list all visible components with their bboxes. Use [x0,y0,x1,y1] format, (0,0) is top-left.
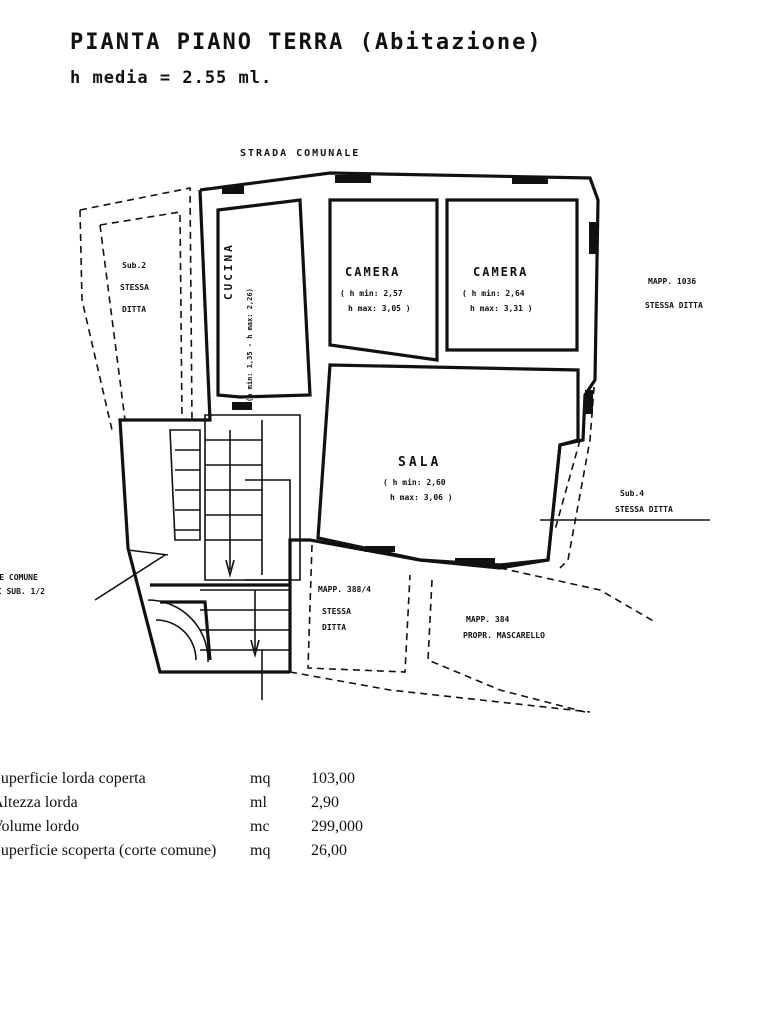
camera1-hmin: ( h min: 2,57 [340,288,403,298]
summary-unit: ml [250,794,267,811]
sala-label: SALA [398,455,441,470]
camera1-hmax: h max: 3,05 ) [348,304,411,313]
openings [222,175,597,564]
mapp384-label: MAPP. 384 [466,615,510,624]
mapp388-owner-2: DITTA [322,623,346,632]
plan-subtitle: h media = 2.55 ml. [70,68,273,88]
corte-label: CORTE COMUNE [0,573,38,582]
camera1-label: CAMERA [345,265,400,279]
summary-label: Altezza lorda [0,794,78,811]
mapp1036-label: MAPP. 1036 [648,277,696,286]
sub4-label: Sub.4 [620,489,644,498]
mapp388-owner-1: STESSA [322,607,351,616]
neighbour-labels: Sub.2 STESSA DITTA MAPP. 1036 STESSA DIT… [0,261,703,640]
sub2-label: Sub.2 [122,261,146,270]
summary-value: 299,000 [311,818,363,835]
neighbour-boundaries [79,187,656,713]
summary-label: Volume lordo [0,818,80,835]
mapp1036-owner: STESSA DITTA [645,301,703,310]
summary-label: Superficie lorda coperta [0,770,146,787]
sala-hmax: h max: 3,06 ) [390,493,453,502]
corte-owner: AI SUB. 1/2 [0,587,45,596]
plan-title: PIANTA PIANO TERRA (Abitazione) [70,30,543,55]
sub4-owner: STESSA DITTA [615,505,673,514]
camera2-hmax: h max: 3,31 ) [470,304,533,313]
street-label: STRADA COMUNALE [240,148,360,159]
room-camera-2: CAMERA ( h min: 2,64 h max: 3,31 ) [462,265,533,313]
sala-hmin: ( h min: 2,60 [383,477,446,487]
cucina-heights: (h min: 1,35 - h max: 2,26) [246,288,254,402]
mapp388-label: MAPP. 388/4 [318,585,371,594]
room-cucina: CUCINA (h min: 1,35 - h max: 2,26) [222,242,254,402]
floor-plan: STRADA COMUNALE [0,148,710,713]
summary-value: 103,00 [311,770,355,787]
summary-unit: mq [250,770,271,787]
summary-value: 2,90 [311,794,339,811]
room-camera-1: CAMERA ( h min: 2,57 h max: 3,05 ) [340,265,411,313]
sub2-owner-1: STESSA [120,283,149,292]
interior-details [94,414,710,700]
summary-value: 26,00 [311,842,347,859]
summary-unit: mc [250,818,270,835]
camera2-hmin: ( h min: 2,64 [462,288,525,298]
summary-label: Superficie scoperta (corte comune) [0,842,217,859]
summary-unit: mq [250,842,271,859]
room-sala: SALA ( h min: 2,60 h max: 3,06 ) [383,455,453,502]
mapp384-owner: PROPR. MASCARELLO [463,631,545,640]
building-walls [118,171,600,674]
sub2-owner-2: DITTA [122,305,146,314]
camera2-label: CAMERA [473,265,528,279]
cucina-label: CUCINA [222,242,235,300]
